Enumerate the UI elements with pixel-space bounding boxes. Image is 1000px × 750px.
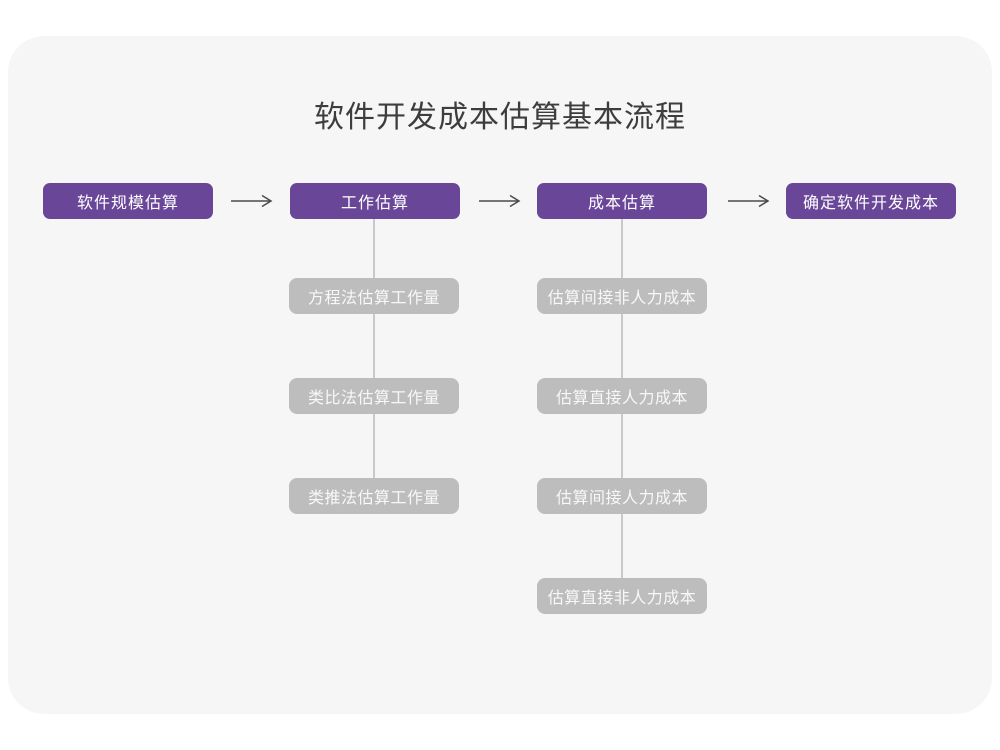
connector-line-work — [373, 218, 375, 508]
arrow-right-icon — [230, 194, 274, 208]
sub-node-comparison-method: 类比法估算工作量 — [289, 378, 459, 414]
sub-node-indirect-labor-cost: 估算间接人力成本 — [537, 478, 707, 514]
sub-node-indirect-nonlabor-cost: 估算间接非人力成本 — [537, 278, 707, 314]
sub-node-direct-nonlabor-cost: 估算直接非人力成本 — [537, 578, 707, 614]
flow-node-scale-estimation: 软件规模估算 — [43, 183, 213, 219]
flow-node-determine-cost: 确定软件开发成本 — [786, 183, 956, 219]
sub-node-equation-method: 方程法估算工作量 — [289, 278, 459, 314]
flowchart-card — [8, 36, 992, 714]
sub-node-analogy-method: 类推法估算工作量 — [289, 478, 459, 514]
diagram-title: 软件开发成本估算基本流程 — [314, 101, 686, 134]
arrow-right-icon — [478, 194, 522, 208]
sub-node-direct-labor-cost: 估算直接人力成本 — [537, 378, 707, 414]
arrow-right-icon — [727, 194, 771, 208]
flow-node-work-estimation: 工作估算 — [290, 183, 460, 219]
flow-node-cost-estimation: 成本估算 — [537, 183, 707, 219]
